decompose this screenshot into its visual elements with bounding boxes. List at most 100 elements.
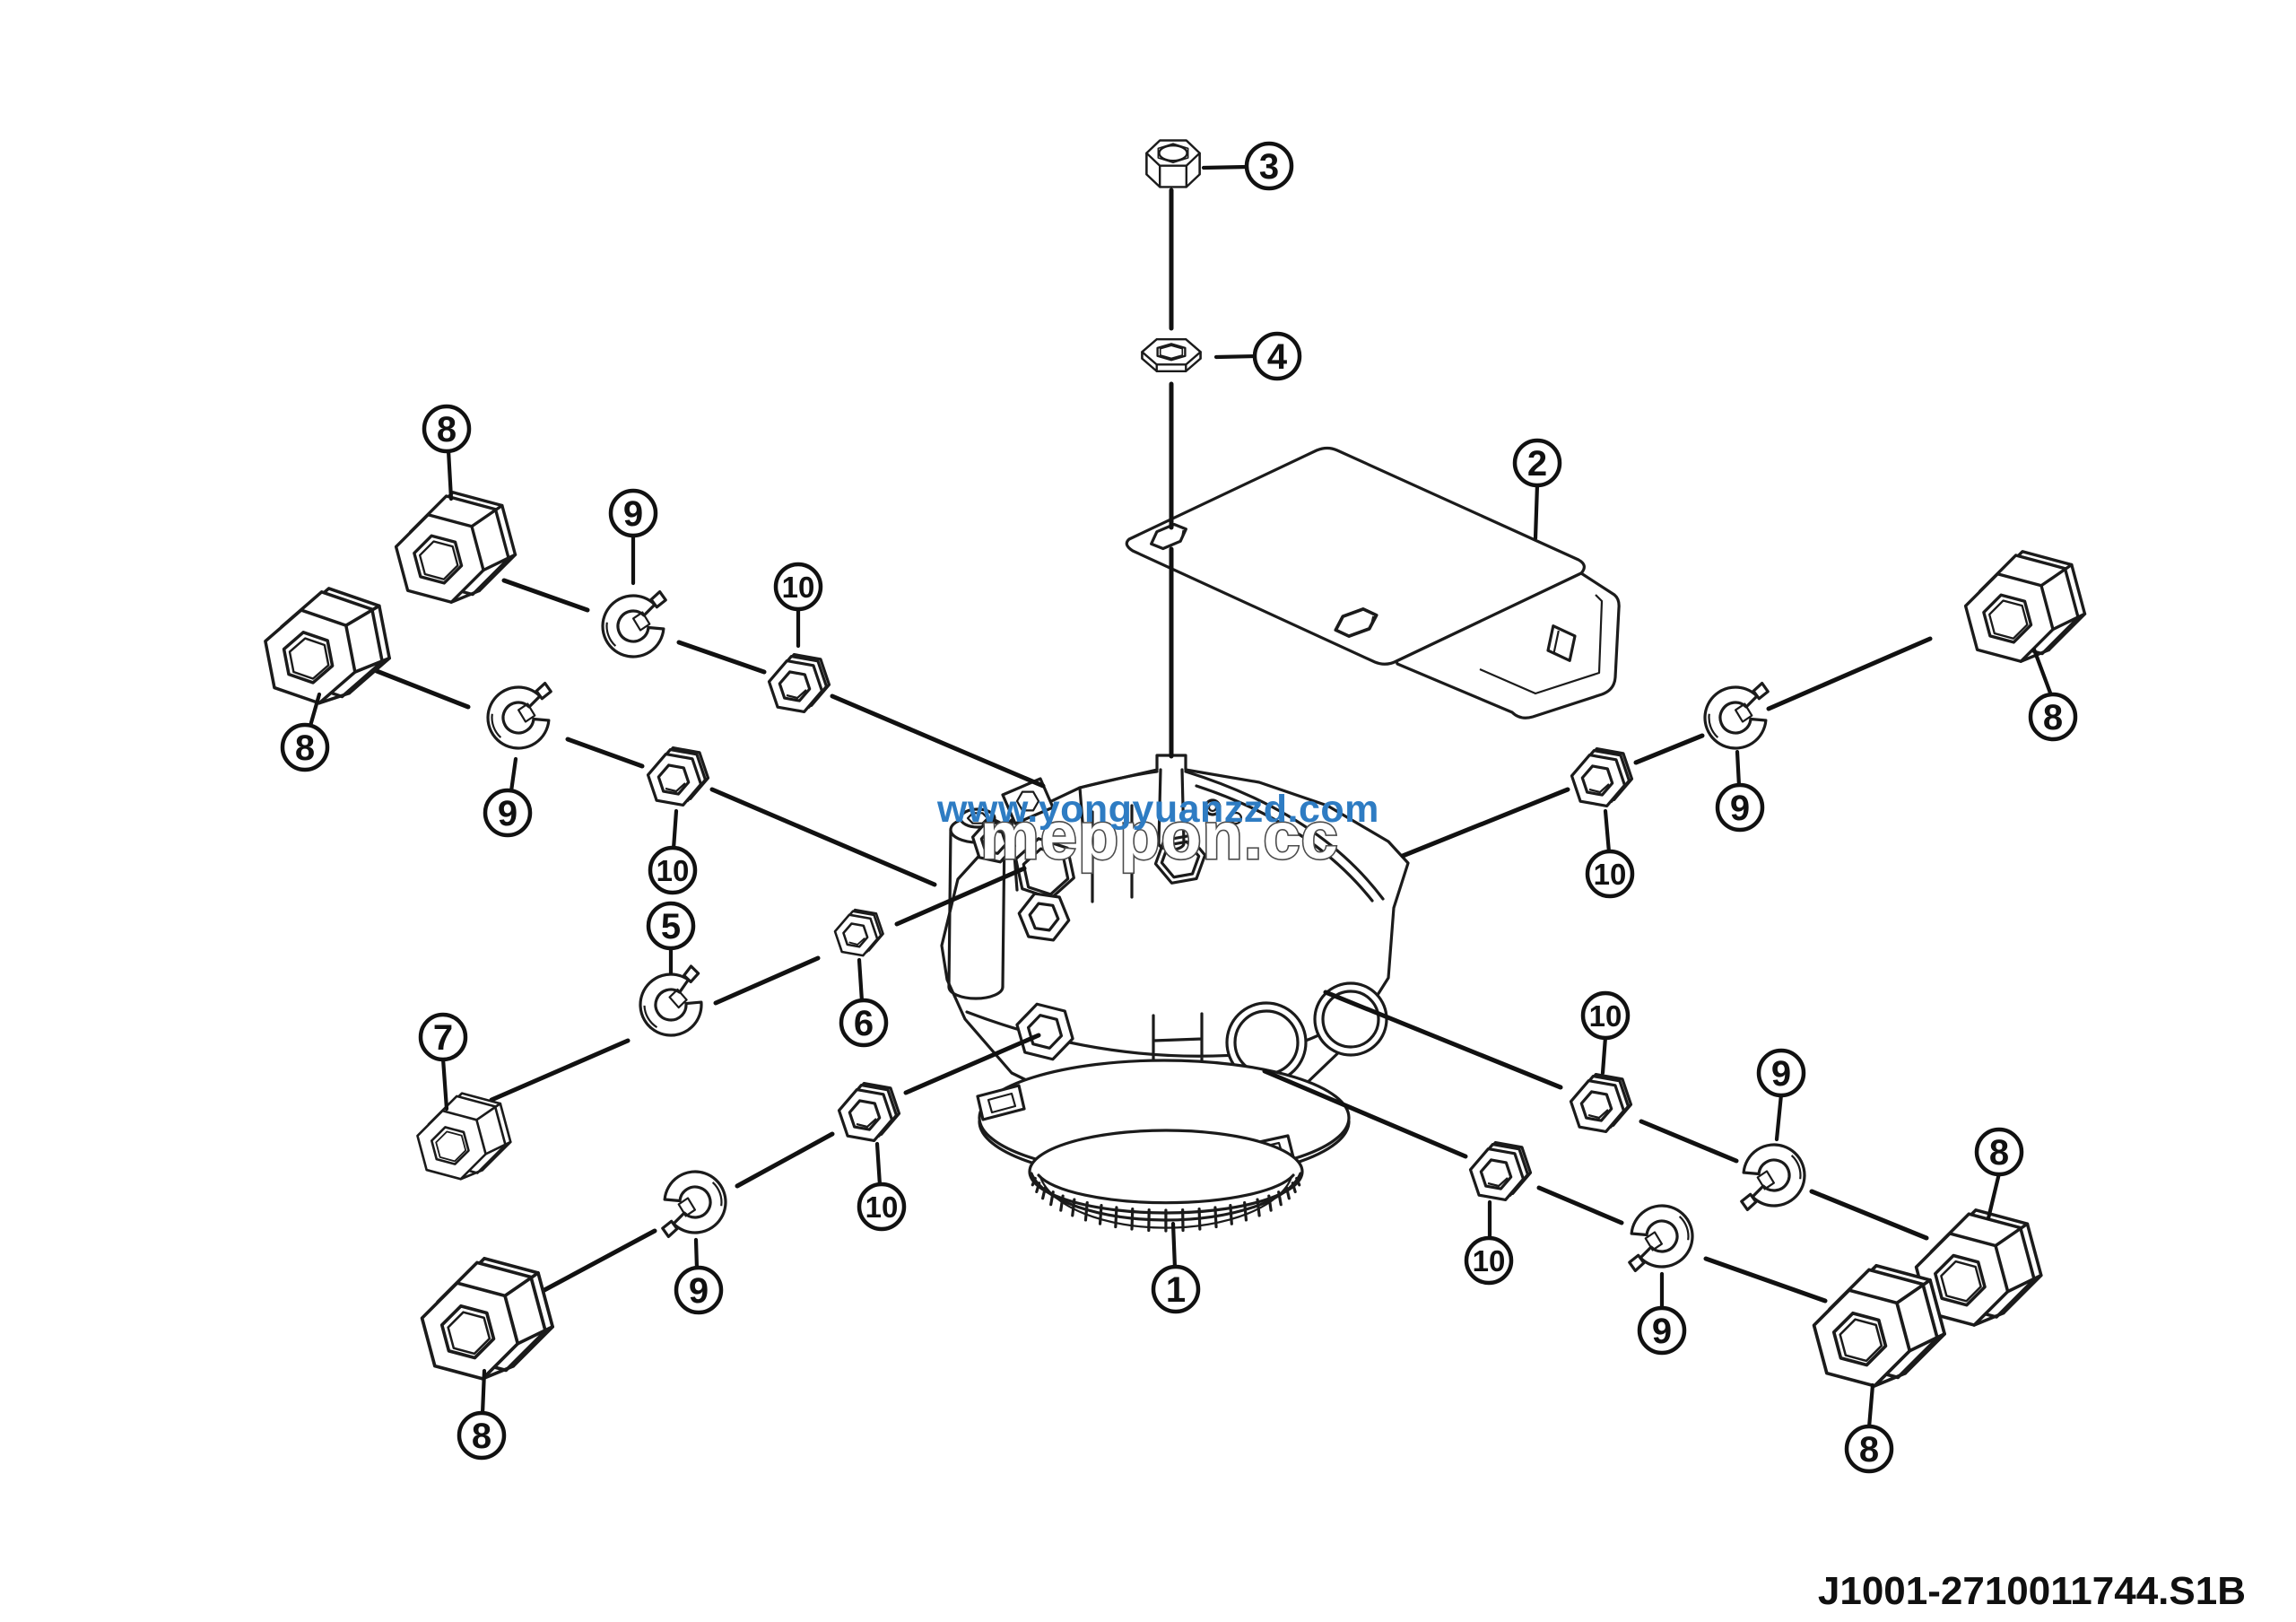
diaphragm-rib — [1213, 1206, 1218, 1229]
chain-right-mid — [1809, 1189, 1929, 1241]
part-10-nut-right-mid — [1569, 1072, 1633, 1134]
callout-5-circle — [646, 901, 696, 951]
part-8-plug-mid-left — [259, 582, 396, 710]
callout-10-mid-left-circle — [648, 845, 698, 895]
diaphragm-rib — [1284, 1186, 1291, 1200]
callout-8-bottom-right-leader — [1866, 1382, 1875, 1430]
part-8-plug-bottom-left — [420, 1256, 554, 1381]
part-3-lock-nut — [1145, 139, 1201, 188]
callout-10-bottom-left-label: 10 — [865, 1190, 899, 1224]
callout-7-leader — [440, 1056, 449, 1112]
chain-top-left — [676, 640, 767, 675]
callout-8-right-top-circle — [2028, 692, 2078, 742]
leader-chain-lines — [370, 187, 1933, 1304]
part-10-nut-bottom-left — [837, 1081, 901, 1143]
callout-10-right-top-circle — [1585, 849, 1635, 899]
watermark-site-blue: www.yongyuanzzd.com — [936, 788, 1379, 831]
callout-10-bottom-right-circle — [1464, 1235, 1514, 1286]
callout-8-bottom-left-label: 8 — [472, 1417, 491, 1456]
callout-9-right-mid-leader — [1774, 1092, 1784, 1142]
callout-9-bottom-right-circle — [1637, 1305, 1687, 1356]
part-8-plug-bottom-right — [1812, 1263, 1946, 1388]
callout-6-label: 6 — [854, 1004, 874, 1043]
callout-8-right-mid-circle — [1974, 1127, 2024, 1177]
part-9-clip-right-top — [1694, 674, 1785, 759]
callout-9-top-left-circle — [608, 488, 658, 538]
callout-9-bottom-left-label: 9 — [689, 1271, 709, 1311]
chain-mid-left — [709, 787, 937, 887]
diaphragm-rib — [1098, 1203, 1103, 1225]
bracket-flange — [1395, 571, 1621, 719]
callout-7-circle — [418, 1012, 468, 1062]
callout-9-right-mid-circle — [1756, 1048, 1806, 1098]
callout-5-label: 5 — [661, 907, 681, 946]
callout-6-leader — [857, 957, 865, 1004]
watermark-site-outline: meppon.cc — [980, 798, 1339, 873]
valve-cast-edges — [965, 786, 1349, 1089]
part-8-plug-right-top — [1963, 550, 2087, 663]
callout-8-bottom-left-circle — [457, 1410, 507, 1461]
part-10-nut-mid-left — [646, 746, 710, 807]
valve-screw-a — [1204, 798, 1222, 816]
callout-10-right-top-leader — [1603, 808, 1612, 855]
valve-boss-left — [1017, 892, 1071, 942]
callout-8-right-mid: 8 — [1974, 1127, 2024, 1221]
callout-6-circle — [839, 998, 889, 1048]
chain-lower-left — [713, 955, 821, 1006]
callout-2-leader — [1533, 482, 1540, 541]
callout-10-bottom-right: 10 — [1464, 1199, 1514, 1286]
valve-left-cylinder-bottom — [947, 985, 1004, 1000]
diaphragm-rib — [1130, 1208, 1135, 1231]
part-7-plug — [416, 1092, 512, 1181]
callout-8-top-left: 8 — [422, 404, 472, 501]
diaphragm-rib — [1035, 1182, 1041, 1194]
diaphragm-rib — [1197, 1208, 1202, 1231]
chain-right-mid — [1323, 990, 1563, 1090]
callout-10-top-left: 10 — [773, 562, 823, 649]
chain-right-top — [1400, 787, 1570, 859]
callout-9-top-left-label: 9 — [623, 494, 643, 534]
callout-10-right-mid-label: 10 — [1589, 999, 1622, 1033]
callout-8-bottom-left: 8 — [457, 1368, 507, 1461]
valve-port-lower-left — [1015, 1002, 1074, 1061]
callout-9-right-top-circle — [1715, 782, 1765, 833]
bracket-hole-left — [1150, 522, 1187, 551]
chain-top-left — [830, 693, 1046, 789]
diaphragm-rib — [1071, 1198, 1076, 1217]
part-10-nut-bottom-right — [1468, 1140, 1533, 1202]
chain-bottom-left — [735, 1131, 835, 1189]
diaphragm-rib — [1277, 1190, 1283, 1207]
callout-8-right-top-leader — [2031, 647, 2054, 698]
diaphragm-rib — [1267, 1194, 1273, 1212]
callout-4: 4 — [1213, 331, 1302, 381]
chain-bottom-left — [528, 1228, 657, 1300]
callout-2-label: 2 — [1527, 444, 1547, 484]
chain-bottom-right — [1536, 1185, 1624, 1225]
callout-8-bottom-right-label: 8 — [1859, 1430, 1879, 1469]
part-8-plug-top-left — [394, 491, 517, 604]
diaphragm-rib — [1114, 1206, 1118, 1229]
part-9-clip-mid-left — [477, 674, 568, 759]
drawing-number: J1001-2710011744.S1B — [1818, 1569, 2246, 1613]
part-10-nut-top-left — [767, 652, 831, 714]
part-6-nut — [833, 908, 884, 957]
chain-right-top — [1633, 733, 1705, 765]
chain-bottom-right — [1262, 1068, 1468, 1159]
valve-port-right-b-inner — [1321, 990, 1380, 1049]
callout-4-circle — [1252, 331, 1302, 381]
callout-4-label: 4 — [1267, 337, 1288, 377]
callout-9-right-top-leader — [1735, 749, 1742, 789]
part-9-clip-right-mid — [1725, 1134, 1815, 1219]
callout-3: 3 — [1201, 141, 1294, 191]
diaphragm-rib — [1291, 1182, 1297, 1194]
callout-10-right-top-label: 10 — [1594, 858, 1627, 891]
callout-6: 6 — [839, 957, 889, 1048]
callout-1-circle — [1151, 1264, 1201, 1314]
callout-10-right-mid-leader — [1600, 1034, 1608, 1076]
chain-bottom-right — [1703, 1256, 1828, 1304]
diaphragm-rib — [1083, 1201, 1089, 1222]
part-10-nut-right-top — [1570, 746, 1634, 808]
callout-9-mid-left-leader — [509, 756, 518, 794]
